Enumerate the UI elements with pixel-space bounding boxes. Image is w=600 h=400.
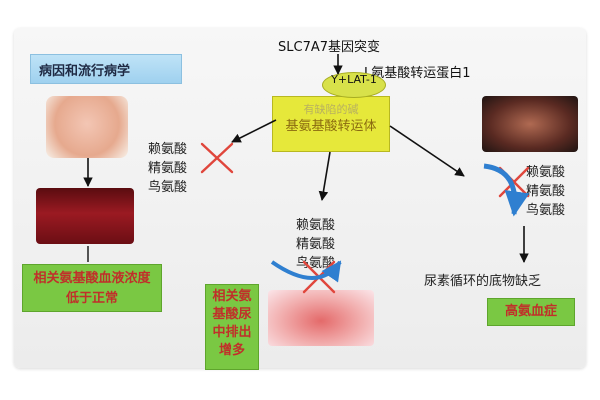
middle-amino-acid-lysine: 赖氨酸: [296, 218, 336, 233]
lat1-label: L氨基酸转运蛋白1: [364, 66, 471, 81]
plasma-low-outcome-box: 相关氨基酸血液浓度低于正常: [22, 264, 162, 312]
transporter-faded-text: 有缺陷的碱: [303, 103, 359, 116]
gene-mutation-label: SLC7A7基因突变: [278, 40, 381, 55]
blood-vessel-image: [36, 188, 134, 244]
left-amino-acid-list: 赖氨酸 精氨酸 鸟氨酸: [148, 140, 187, 197]
abdomen-image: [482, 96, 578, 152]
right-amino-acid-list: 赖氨酸 精氨酸 鸟氨酸: [526, 163, 565, 220]
hyperammonemia-outcome-box: 高氨血症: [487, 298, 575, 326]
section-heading: 病因和流行病学: [30, 54, 182, 84]
left-amino-acid-arginine: 精氨酸: [148, 161, 188, 176]
right-amino-acid-arginine: 精氨酸: [526, 184, 566, 199]
right-amino-acid-lysine: 赖氨酸: [526, 165, 566, 180]
middle-amino-acid-list: 赖氨酸 精氨酸 鸟氨酸: [296, 216, 335, 273]
defective-transporter-box: 有缺陷的碱 基氨基酸转运体: [272, 96, 390, 152]
urea-cycle-deficiency-label: 尿素循环的底物缺乏: [424, 274, 542, 289]
middle-amino-acid-arginine: 精氨酸: [296, 237, 336, 252]
left-amino-acid-ornithine: 鸟氨酸: [148, 180, 188, 195]
intestine-image: [46, 96, 128, 158]
transporter-main-text: 基氨基酸转运体: [285, 119, 377, 134]
middle-amino-acid-ornithine: 鸟氨酸: [296, 256, 336, 271]
urine-high-outcome-box: 相关氨基酸尿中排出增多: [205, 284, 259, 370]
kidney-image: [268, 290, 374, 346]
y-lat1-ellipse: Y+LAT-1: [322, 72, 386, 98]
right-amino-acid-ornithine: 鸟氨酸: [526, 203, 566, 218]
left-amino-acid-lysine: 赖氨酸: [148, 142, 188, 157]
